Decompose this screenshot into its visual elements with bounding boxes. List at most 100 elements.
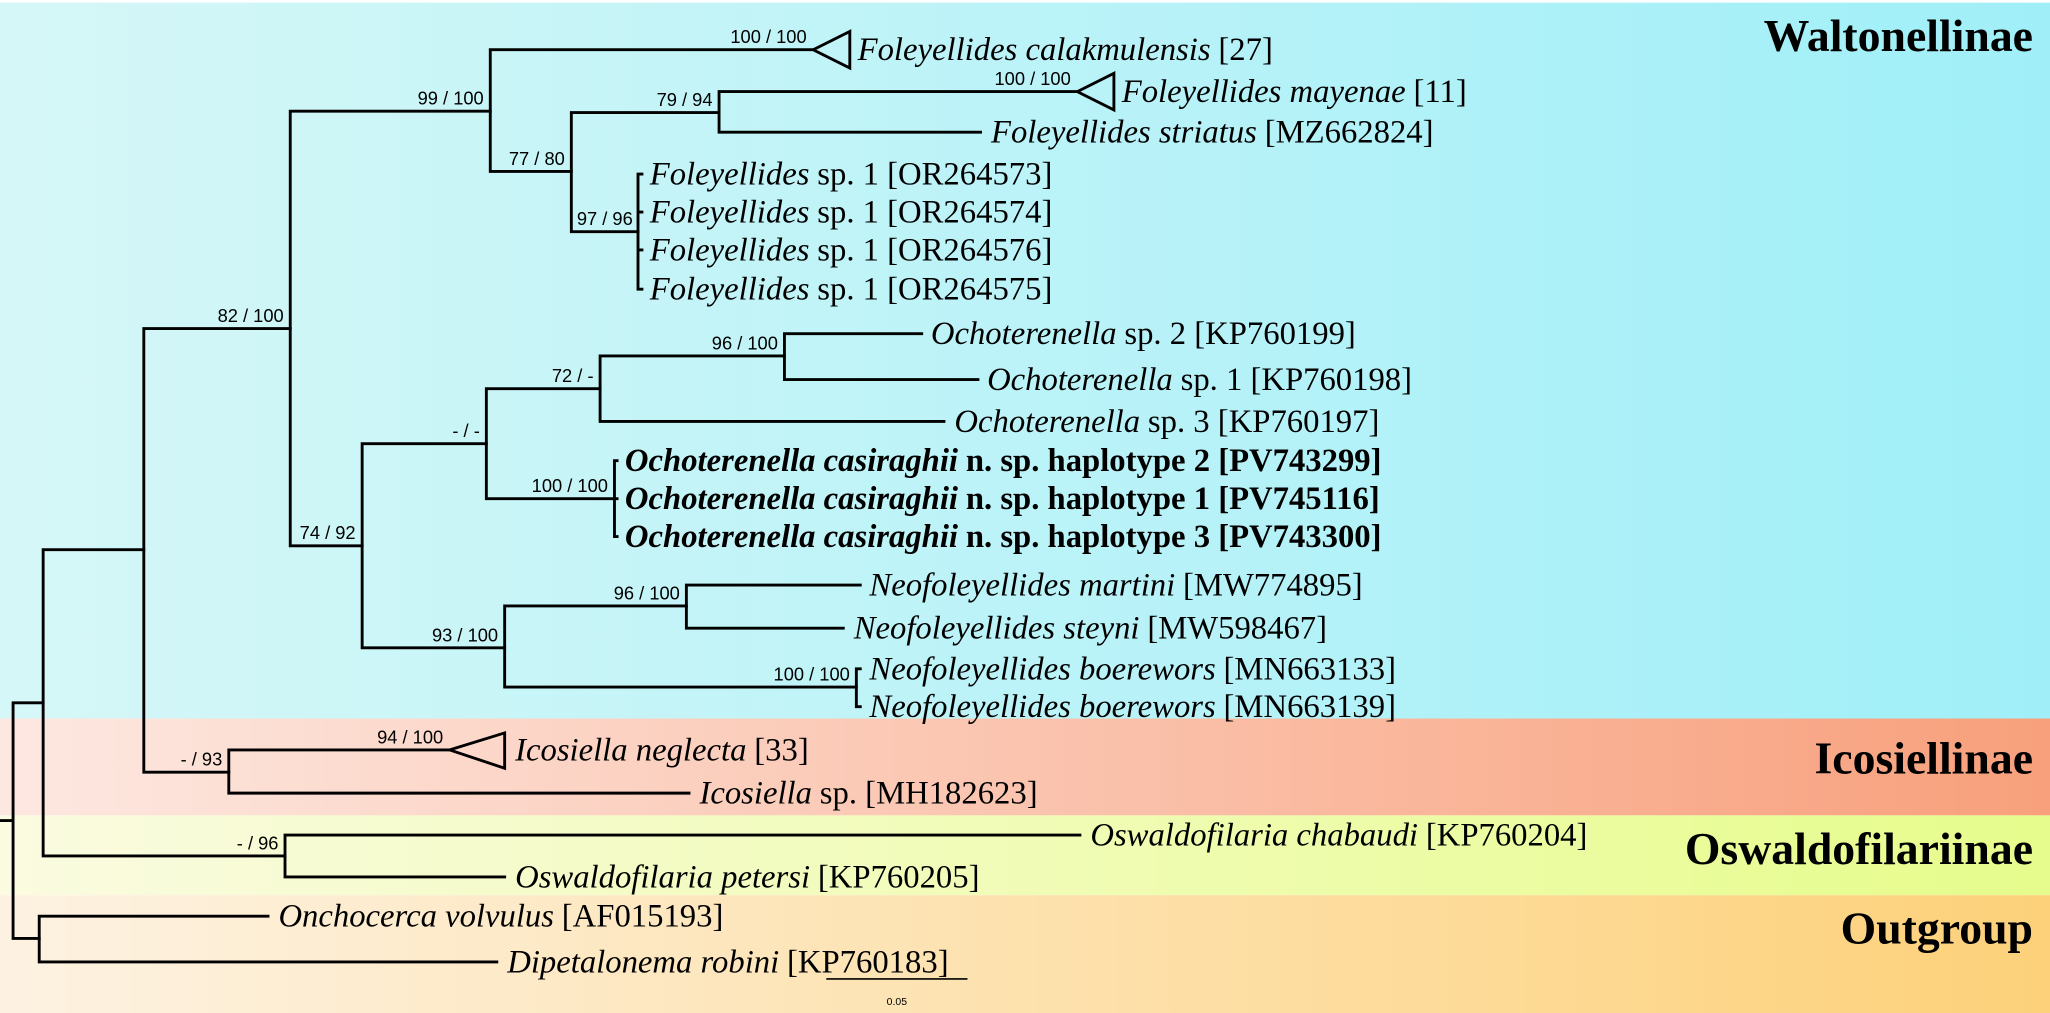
collapsed-clade-triangle-neglecta — [445, 730, 507, 771]
support-label: 100 / 100 — [730, 26, 806, 47]
root-node — [0, 701, 45, 940]
taxon-accession: [MW598467] — [1147, 611, 1327, 647]
outgroup-node — [37, 914, 499, 964]
taxon-accession: [MN663133] — [1224, 651, 1396, 687]
taxon-name: Icosiella — [698, 776, 812, 812]
support-label: 96 / 100 — [712, 332, 778, 353]
neofoleyellides-node — [503, 604, 858, 689]
taxon-accession: [AF015193] — [562, 899, 724, 935]
taxon-name: Ochoterenella casiraghii — [625, 519, 958, 555]
taxon-label: Icosiella neglecta[33] — [514, 732, 809, 768]
ochoterenella-node — [484, 387, 616, 501]
collapsed-clade-triangle-calakmulensis — [809, 29, 852, 71]
taxon-name: Neofoleyellides martini — [868, 567, 1175, 603]
support-label: - / 96 — [237, 832, 279, 853]
outgroup-band — [0, 895, 2050, 1013]
boerewors-node — [854, 667, 862, 709]
taxon-accession: [33] — [754, 732, 808, 768]
taxon-name: Foleyellides — [649, 232, 810, 268]
support-values: 100 / 100 99 / 100 100 / 100 79 / 94 77 … — [181, 26, 1071, 853]
support-label: 82 / 100 — [218, 305, 284, 326]
martini-steyni-node — [684, 583, 862, 630]
support-label: 100 / 100 — [774, 664, 850, 685]
taxon-accession: [KP760183] — [787, 944, 949, 980]
oswaldofilaria-node — [283, 833, 1082, 879]
taxon-label: Neofoleyellides boerewors[MN663133] — [868, 651, 1396, 687]
taxon-accession: [MZ662824] — [1265, 115, 1434, 151]
clade-name-waltonellinae: Waltonellinae — [1764, 10, 2033, 61]
support-label: 99 / 100 — [418, 88, 484, 109]
taxon-accession: sp. 1 [OR264575] — [817, 272, 1052, 308]
taxon-label: Neofoleyellides steyni[MW598467] — [853, 611, 1327, 647]
support-label: 93 / 100 — [432, 624, 498, 645]
foleyellides-sp1-node — [636, 172, 644, 291]
support-label: 79 / 94 — [657, 89, 713, 110]
foleyellides-node — [488, 48, 815, 173]
taxon-accession: [MW774895] — [1183, 567, 1363, 603]
taxon-accession: [MN663139] — [1224, 689, 1396, 725]
taxon-name: Ochoterenella — [954, 404, 1140, 440]
taxon-name: Onchocerca volvulus — [278, 899, 553, 935]
scale-bar: 0.05 — [826, 978, 968, 1008]
taxon-accession: [KP760204] — [1426, 817, 1588, 853]
support-label: 77 / 80 — [509, 148, 565, 169]
taxon-name: Foleyellides striatus — [990, 115, 1257, 151]
support-label: 100 / 100 — [532, 475, 608, 496]
taxon-accession: sp. 1 [OR264573] — [817, 157, 1052, 193]
support-label: 72 / - — [552, 365, 594, 386]
taxon-name: Foleyellides — [649, 194, 810, 230]
taxon-name: Neofoleyellides steyni — [853, 611, 1140, 647]
ochoterenella-sp2-sp1-node — [783, 332, 980, 381]
clade-names: Waltonellinae Icosiellinae Oswaldofilari… — [1685, 10, 2033, 954]
taxon-accession: [11] — [1414, 74, 1467, 110]
taxon-label: Oswaldofilaria petersi[KP760205] — [515, 859, 979, 895]
taxon-name: Ochoterenella casiraghii — [625, 481, 958, 517]
taxon-name: Neofoleyellides boerewors — [868, 689, 1215, 725]
taxon-name: Ochoterenella — [931, 316, 1117, 352]
oswaldofilariinae-band — [0, 815, 2050, 896]
taxon-label: Dipetalonema robini[KP760183] — [506, 944, 948, 980]
taxon-accession: [27] — [1218, 32, 1272, 68]
taxon-labels: Foleyellides calakmulensis[27] Foleyelli… — [278, 32, 1587, 980]
taxon-label: Neofoleyellides boerewors[MN663139] — [868, 689, 1396, 725]
taxon-name: Foleyellides mayenae — [1121, 74, 1406, 110]
waltonellinae-band — [0, 2, 2050, 719]
support-label: - / 93 — [181, 749, 223, 770]
ochoterenella-spp-node — [598, 354, 946, 423]
foleyellides-inner-node — [569, 111, 721, 234]
taxon-accession: sp. 1 [KP760198] — [1181, 362, 1412, 398]
collapsed-clade-triangle-mayenae — [1074, 70, 1116, 113]
support-label: 97 / 96 — [577, 208, 633, 229]
support-label: - / - — [452, 420, 479, 441]
taxon-label: Foleyellides striatus[MZ662824] — [990, 115, 1434, 151]
taxon-accession: n. sp. haplotype 2 [PV743299] — [966, 443, 1382, 479]
taxon-name: Ochoterenella casiraghii — [625, 443, 958, 479]
taxon-name: Foleyellides — [649, 157, 810, 193]
taxon-name: Oswaldofilaria chabaudi — [1090, 817, 1418, 853]
support-label: 100 / 100 — [994, 68, 1070, 89]
taxon-label: Neofoleyellides martini[MW774895] — [868, 567, 1362, 603]
taxon-label: Foleyellides calakmulensis[27] — [857, 32, 1273, 68]
taxon-name: Dipetalonema robini — [506, 944, 779, 980]
support-label: 96 / 100 — [614, 582, 680, 603]
taxon-accession: sp. [MH182623] — [820, 776, 1038, 812]
taxon-accession: sp. 3 [KP760197] — [1148, 404, 1379, 440]
mayenae-striatus-node — [717, 90, 1079, 134]
taxon-accession: n. sp. haplotype 1 [PV745116] — [966, 481, 1380, 517]
ochoterenella-neofoleyellides-node — [360, 442, 507, 650]
taxon-accession: sp. 2 [KP760199] — [1124, 316, 1355, 352]
waltonellinae-node — [288, 109, 492, 548]
clade-name-outgroup: Outgroup — [1841, 903, 2033, 954]
casiraghii-node — [613, 459, 619, 539]
